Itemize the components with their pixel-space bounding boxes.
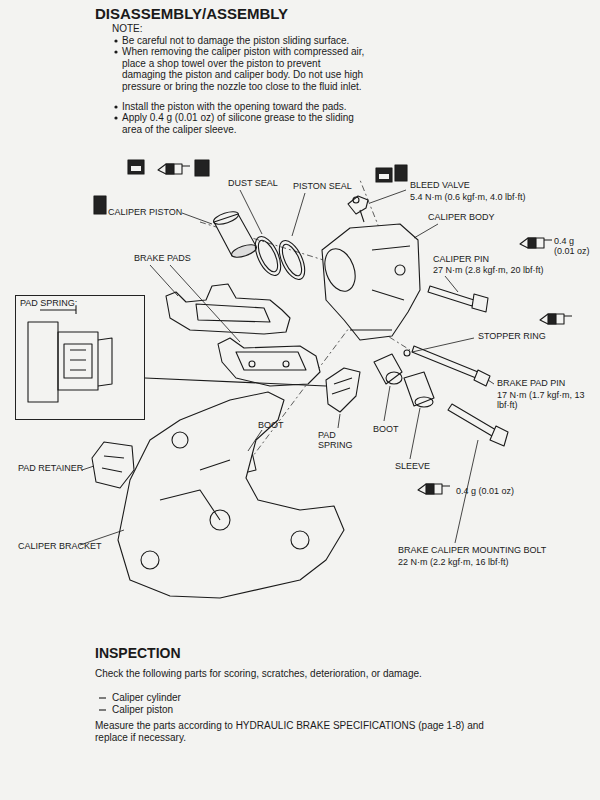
body-text: Check the following parts for scoring, s… — [95, 668, 515, 680]
part-name: CALIPER PISTON — [108, 207, 182, 217]
inset-box: PAD SPRING: — [15, 295, 145, 420]
part-name: DUST SEAL — [228, 178, 278, 188]
note-text: When removing the caliper piston with co… — [122, 46, 367, 92]
part-name: PISTON SEAL — [293, 181, 352, 191]
note-text: Install the piston with the opening towa… — [122, 101, 367, 113]
caliper-piston — [212, 209, 258, 260]
pad-retainer — [92, 442, 134, 488]
part-name: PAD RETAINER — [18, 463, 83, 473]
torque-value: 22 N·m (2.2 kgf·m, 16 lbf·ft) — [398, 557, 509, 567]
part-name: BLEED VALVE — [410, 180, 470, 190]
list-dash — [99, 697, 106, 698]
bleed-valve — [348, 196, 368, 222]
pad-spring — [326, 368, 360, 412]
note-text: Apply 0.4 g (0.01 oz) of silicone grease… — [122, 112, 367, 135]
inset-heading: PAD SPRING: — [16, 296, 144, 310]
part-name: BRAKE PAD PIN — [497, 378, 565, 388]
caliper-bracket — [118, 392, 344, 598]
part-name: BOOT — [373, 424, 399, 434]
part-name: CALIPER PIN — [433, 254, 489, 264]
part-name: CALIPER BRACKET — [18, 541, 102, 551]
grease-amount: 0.4 g (0.01 oz) — [456, 486, 514, 496]
list-item: Caliper piston — [112, 704, 173, 716]
torque-value: 5.4 N·m (0.6 kgf·m, 4.0 lbf·ft) — [410, 192, 526, 202]
part-name: BRAKE PADS — [134, 253, 191, 263]
note-heading: NOTE: — [112, 23, 143, 35]
pad-spring-inset — [28, 306, 326, 402]
torque-value: 17 N·m (1.7 kgf·m, 13 lbf·ft) — [497, 390, 595, 411]
torque-value: 27 N·m (2.8 kgf·m, 20 lbf·ft) — [433, 265, 544, 275]
grease-amount: 0.4 g (0.01 oz) — [554, 236, 596, 257]
body-text: Measure the parts according to HYDRAULIC… — [95, 720, 515, 743]
section-heading: INSPECTION — [95, 645, 181, 661]
caliper-body — [319, 224, 420, 340]
part-name: PAD SPRING — [318, 430, 362, 451]
list-item: Caliper cylinder — [112, 692, 181, 704]
note-text: Be careful not to damage the piston slid… — [122, 35, 367, 47]
seals — [250, 233, 310, 284]
leader-lines — [80, 190, 494, 545]
part-name: SLEEVE — [395, 461, 430, 471]
part-name: STOPPER RING — [478, 331, 546, 341]
caliper-pin — [428, 286, 488, 312]
brake-pads — [166, 284, 320, 386]
bullet-dots — [114, 39, 117, 119]
list-dash — [99, 709, 106, 710]
part-name: BOOT — [258, 420, 284, 430]
part-name: BRAKE CALIPER MOUNTING BOLT — [398, 545, 546, 555]
page-heading: DISASSEMBLY/ASSEMBLY — [95, 5, 288, 22]
part-name: CALIPER BODY — [428, 212, 495, 222]
